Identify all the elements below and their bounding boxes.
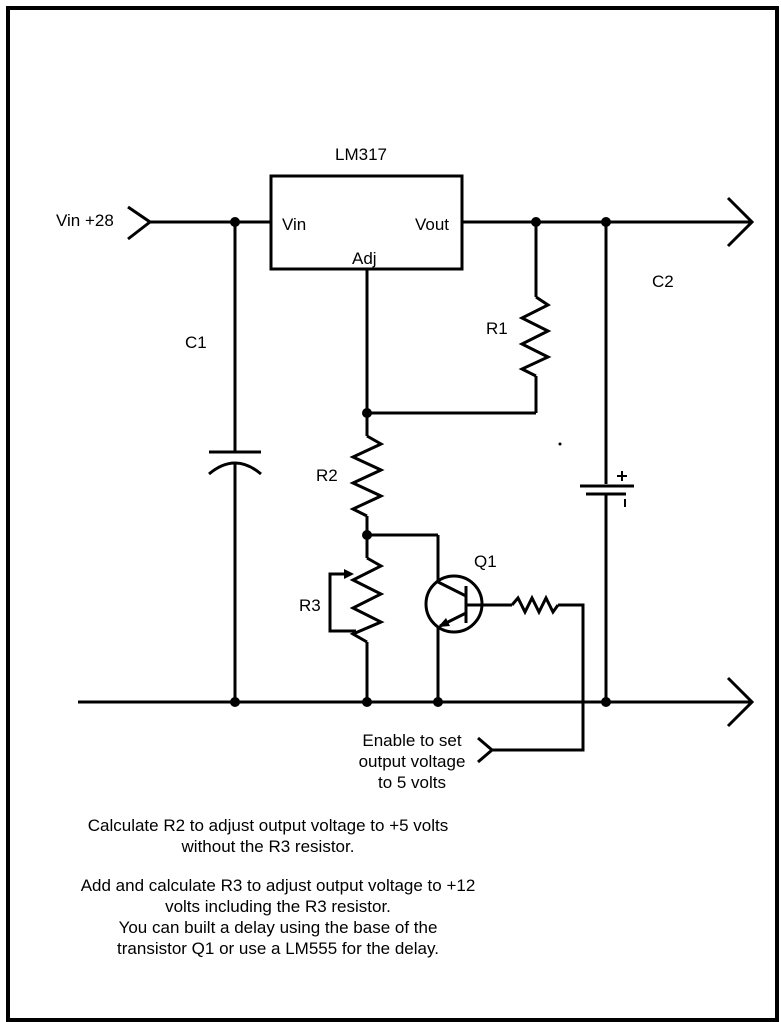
ic-pin-out-label: Vout bbox=[415, 215, 449, 234]
stray-dot bbox=[558, 442, 562, 446]
base-resistor-zigzag bbox=[510, 594, 560, 616]
junction-r2-q1 bbox=[362, 530, 372, 540]
q1-label: Q1 bbox=[474, 552, 497, 571]
enable-input-arrow bbox=[477, 736, 495, 764]
ic-pin-adj-label: Adj bbox=[352, 249, 377, 268]
junction-vout-r1 bbox=[531, 217, 541, 227]
junction-gnd-c2 bbox=[601, 697, 611, 707]
r2-label: R2 bbox=[316, 466, 338, 485]
junction-adj-r1 bbox=[362, 408, 372, 418]
r1-label: R1 bbox=[486, 319, 508, 338]
ic-pin-in-label: Vin bbox=[282, 215, 306, 234]
vout-output-arrow bbox=[726, 196, 755, 248]
c1-label: C1 bbox=[185, 333, 207, 352]
r3-wiper-arrow bbox=[344, 569, 354, 579]
vin-label: Vin +28 bbox=[56, 211, 114, 230]
ic-name-label: LM317 bbox=[335, 145, 387, 164]
q1-collector-lead bbox=[437, 580, 467, 598]
c2-label: C2 bbox=[652, 272, 674, 291]
junction-vin-c1 bbox=[230, 217, 240, 227]
ground-output-arrow bbox=[726, 676, 755, 728]
junction-vout-c2 bbox=[601, 217, 611, 227]
vin-input-arrow bbox=[127, 205, 153, 241]
junction-gnd-r3 bbox=[362, 697, 372, 707]
enable-wire bbox=[492, 603, 585, 752]
r3-label: R3 bbox=[299, 596, 321, 615]
junction-gnd-q1 bbox=[433, 697, 443, 707]
r3-zigzag bbox=[349, 556, 385, 644]
junction-gnd-c1 bbox=[230, 697, 240, 707]
r1-zigzag bbox=[518, 295, 552, 378]
r3-wiper-wire bbox=[328, 572, 356, 633]
q1-emitter-arrow bbox=[438, 618, 450, 627]
r2-zigzag bbox=[349, 434, 385, 518]
